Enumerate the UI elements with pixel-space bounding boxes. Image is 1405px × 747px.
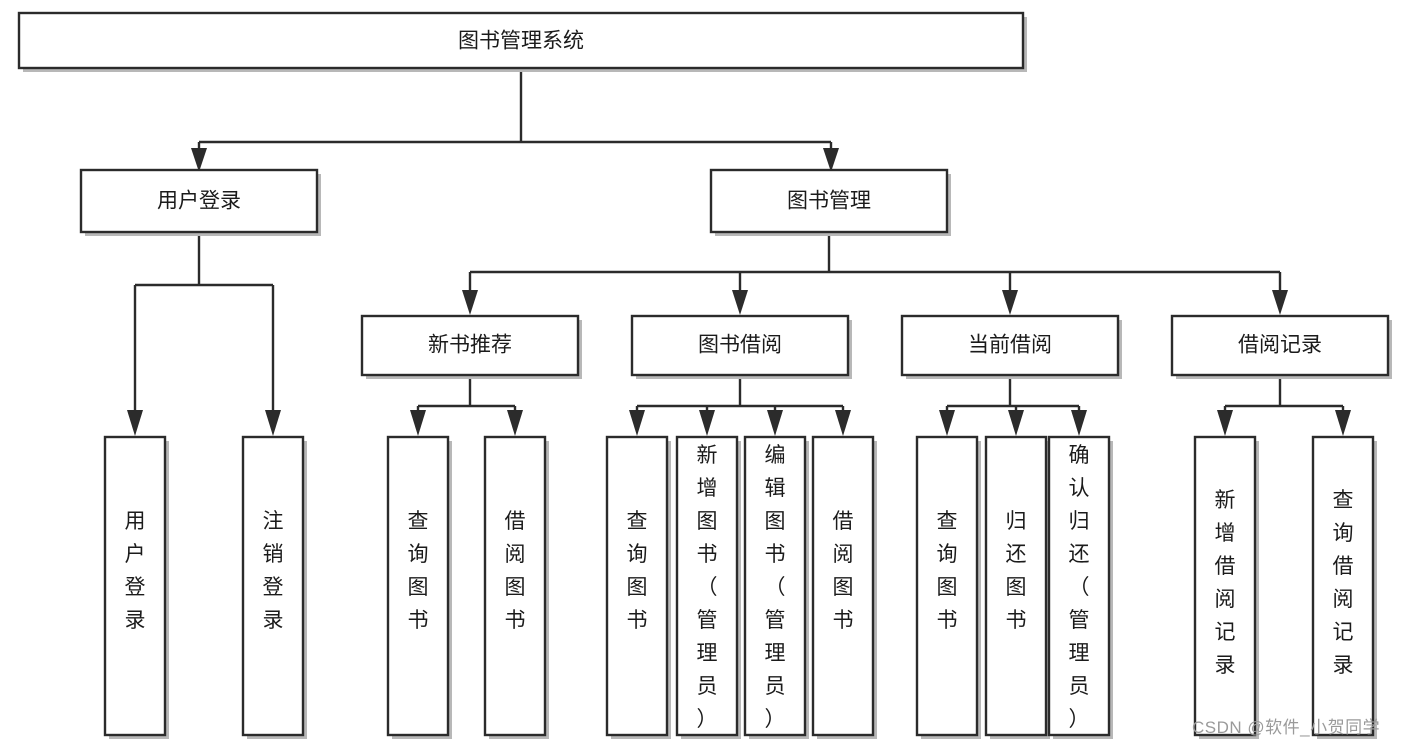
node-leaf-borrow-book-1[interactable]: 借阅图书: [483, 435, 549, 739]
leaf-add-borrow-record-box[interactable]: [1193, 435, 1257, 737]
connector-root-to-level2: [197, 68, 833, 158]
new-book-recommend-box[interactable]: [360, 314, 580, 377]
node-leaf-return-book[interactable]: 归还图书: [984, 435, 1050, 739]
node-leaf-add-borrow-record[interactable]: 新增借阅记录: [1193, 435, 1259, 739]
borrow-record-label: 借阅记录: [1238, 334, 1322, 357]
leaf-query-book-2-label: 查询图书: [627, 510, 648, 632]
leaf-logout-login-label: 注销登录: [263, 510, 284, 632]
node-leaf-logout-login[interactable]: 注销登录: [241, 435, 307, 739]
arrow-user-login-leaf-2: [265, 410, 281, 436]
connector-book-management-to-level3: [468, 232, 1282, 292]
leaf-nodes: 用户登录 注销登录 查询图书 借阅图书 查询图书: [103, 435, 1377, 739]
leaf-confirm-return-box[interactable]: [1047, 435, 1111, 737]
leaf-query-book-3-box[interactable]: [915, 435, 979, 737]
node-leaf-confirm-return[interactable]: 确认归还（管理员）: [1047, 435, 1113, 739]
arrow-current-borrow-leaf-3: [1071, 410, 1087, 436]
arrow-book-borrow-leaf-4: [835, 410, 851, 436]
arrow-book-borrow-leaf-2: [699, 410, 715, 436]
leaf-add-book-admin-box[interactable]: [675, 435, 739, 737]
arrow-borrow-record-leaf-1: [1217, 410, 1233, 436]
leaf-query-book-1-label: 查询图书: [408, 510, 429, 632]
root-label: 图书管理系统: [458, 30, 584, 53]
leaf-confirm-return-label: 确认归还（管理员）: [1069, 444, 1090, 731]
arrow-to-new-book-recommend: [462, 290, 478, 315]
book-management-box[interactable]: [709, 168, 949, 234]
book-borrow-box[interactable]: [630, 314, 850, 377]
connector-new-book-recommend-to-leaves: [416, 375, 517, 412]
arrow-current-borrow-leaf-2: [1008, 410, 1024, 436]
current-borrow-label: 当前借阅: [968, 334, 1052, 357]
arrow-to-current-borrow: [1002, 290, 1018, 315]
arrow-to-borrow-record: [1272, 290, 1288, 315]
csdn-watermark: CSDN @软件_小贺同学: [1192, 718, 1381, 737]
arrow-book-borrow-leaf-3: [767, 410, 783, 436]
leaf-query-borrow-record-box[interactable]: [1311, 435, 1375, 737]
arrow-user-login-leaf-1: [127, 410, 143, 436]
arrow-root-to-book-management: [823, 148, 839, 172]
leaf-query-book-1-box[interactable]: [386, 435, 450, 737]
node-current-borrow[interactable]: 当前借阅: [900, 314, 1122, 379]
user-login-label: 用户登录: [157, 190, 241, 213]
node-book-borrow[interactable]: 图书借阅: [630, 314, 852, 379]
node-leaf-query-book-2[interactable]: 查询图书: [605, 435, 671, 739]
node-root[interactable]: 图书管理系统: [17, 11, 1027, 72]
node-borrow-record[interactable]: 借阅记录: [1170, 314, 1392, 379]
leaf-user-login-box[interactable]: [103, 435, 167, 737]
node-leaf-query-book-3[interactable]: 查询图书: [915, 435, 981, 739]
leaf-borrow-book-1-label: 借阅图书: [505, 510, 526, 632]
root-box[interactable]: [17, 11, 1025, 70]
leaf-query-book-3-label: 查询图书: [937, 510, 958, 632]
book-borrow-label: 图书借阅: [698, 334, 782, 357]
new-book-recommend-label: 新书推荐: [428, 334, 512, 357]
node-new-book-recommend[interactable]: 新书推荐: [360, 314, 582, 379]
leaf-user-login-label: 用户登录: [125, 510, 146, 632]
node-leaf-query-borrow-record[interactable]: 查询借阅记录: [1311, 435, 1377, 739]
node-user-login[interactable]: 用户登录: [79, 168, 321, 236]
borrow-record-box[interactable]: [1170, 314, 1390, 377]
node-leaf-add-book-admin[interactable]: 新增图书（管理员）: [675, 435, 741, 739]
arrow-new-book-leaf-2: [507, 410, 523, 436]
node-leaf-borrow-book-2[interactable]: 借阅图书: [811, 435, 877, 739]
arrow-borrow-record-leaf-2: [1335, 410, 1351, 436]
arrow-current-borrow-leaf-1: [939, 410, 955, 436]
leaf-logout-login-box[interactable]: [241, 435, 305, 737]
arrow-root-to-user-login: [191, 148, 207, 172]
connector-book-borrow-to-leaves: [635, 375, 845, 412]
leaf-add-borrow-record-label: 新增借阅记录: [1215, 489, 1236, 677]
node-book-management[interactable]: 图书管理: [709, 168, 951, 236]
arrow-book-borrow-leaf-1: [629, 410, 645, 436]
user-login-box[interactable]: [79, 168, 319, 234]
connector-layer: [127, 68, 1351, 436]
node-leaf-query-book-1[interactable]: 查询图书: [386, 435, 452, 739]
connector-borrow-record-to-leaves: [1223, 375, 1345, 412]
node-leaf-edit-book-admin[interactable]: 编辑图书（管理员）: [743, 435, 809, 739]
connector-user-login-to-leaves: [133, 232, 275, 412]
leaf-edit-book-admin-box[interactable]: [743, 435, 807, 737]
leaf-borrow-book-2-box[interactable]: [811, 435, 875, 737]
leaf-return-book-box[interactable]: [984, 435, 1048, 737]
leaf-add-book-admin-label: 新增图书（管理员）: [697, 444, 718, 731]
node-leaf-user-login[interactable]: 用户登录: [103, 435, 169, 739]
current-borrow-box[interactable]: [900, 314, 1120, 377]
leaf-query-book-2-box[interactable]: [605, 435, 669, 737]
leaf-borrow-book-2-label: 借阅图书: [833, 510, 854, 632]
leaf-edit-book-admin-label: 编辑图书（管理员）: [765, 444, 786, 731]
leaf-borrow-book-1-box[interactable]: [483, 435, 547, 737]
leaf-query-borrow-record-label: 查询借阅记录: [1333, 489, 1354, 677]
leaf-return-book-label: 归还图书: [1006, 510, 1027, 632]
arrow-to-book-borrow: [732, 290, 748, 315]
book-management-label: 图书管理: [787, 190, 871, 213]
arrow-new-book-leaf-1: [410, 410, 426, 436]
connector-current-borrow-to-leaves: [945, 375, 1081, 412]
